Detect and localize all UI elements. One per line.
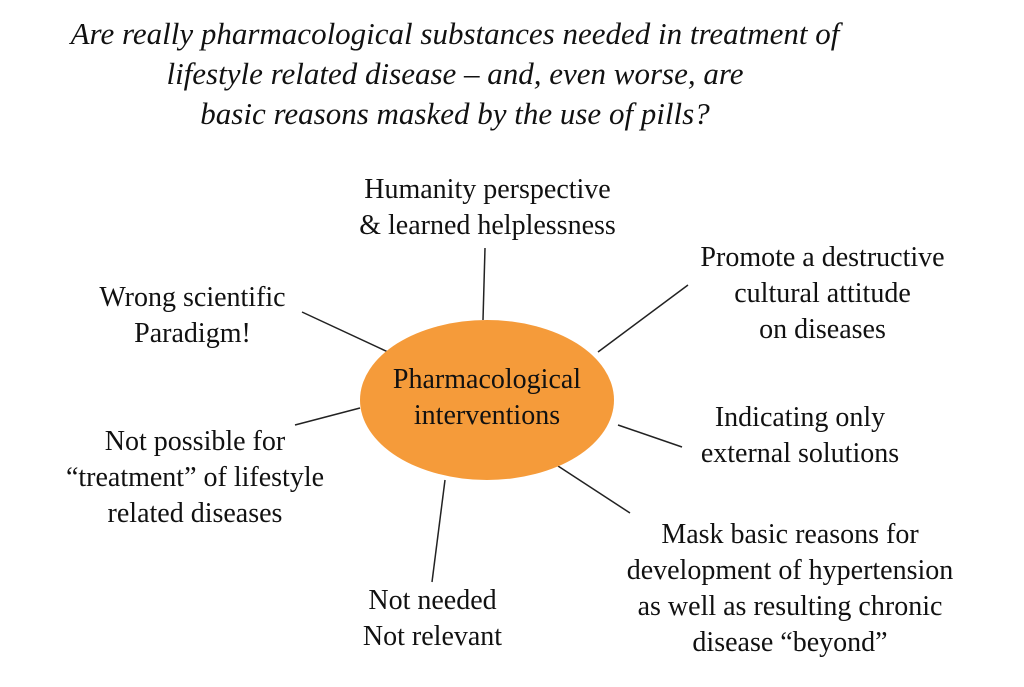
node-external-solutions: Indicating only external solutions [670, 400, 930, 472]
node-wrong-scientific-paradigm: Wrong scientific Paradigm! [60, 280, 325, 352]
node-text-line: Humanity perspective [364, 174, 611, 205]
node-text-line: Not needed [368, 585, 497, 616]
title-line-1: Are really pharmacological substances ne… [70, 16, 840, 51]
node-humanity-perspective: Humanity perspective & learned helplessn… [315, 172, 660, 244]
node-text-line: & learned helplessness [359, 210, 616, 241]
node-text-line: on diseases [759, 314, 886, 345]
connector-bottom [431, 479, 446, 583]
connector-upper-right [597, 284, 689, 353]
center-label-line-2: interventions [413, 400, 561, 431]
slide-title: Are really pharmacological substances ne… [0, 14, 910, 134]
connector-right [617, 424, 683, 448]
title-line-3: basic reasons masked by the use of pills… [200, 96, 710, 131]
node-text-line: related diseases [107, 498, 283, 529]
node-text-line: development of hypertension [626, 555, 954, 586]
title-line-2: lifestyle related disease – and, even wo… [166, 56, 744, 91]
node-text-line: Not possible for [104, 426, 286, 457]
node-text-line: Not relevant [362, 621, 503, 652]
node-destructive-cultural-attitude: Promote a destructive cultural attitude … [660, 240, 985, 348]
node-text-line: external solutions [700, 438, 900, 469]
node-not-needed-not-relevant: Not needed Not relevant [330, 583, 535, 655]
connector-top [482, 247, 486, 321]
connector-upper-left [301, 311, 389, 353]
node-text-line: “treatment” of lifestyle [65, 462, 325, 493]
node-text-line: as well as resulting chronic [637, 591, 943, 622]
node-text-line: Promote a destructive [700, 242, 945, 273]
connector-lines [294, 247, 689, 583]
node-text-line: Mask basic reasons for [661, 519, 919, 550]
connector-left [294, 407, 361, 426]
node-text-line: Paradigm! [134, 318, 251, 349]
node-mask-basic-reasons: Mask basic reasons for development of hy… [580, 517, 1000, 661]
connector-lower-right [557, 465, 631, 514]
node-text-line: Indicating only [714, 402, 886, 433]
node-text-line: Wrong scientific [99, 282, 286, 313]
center-node-ellipse [360, 320, 614, 480]
node-not-possible-for-treatment: Not possible for “treatment” of lifestyl… [30, 424, 360, 532]
center-node-label: Pharmacological interventions [352, 362, 622, 434]
node-text-line: cultural attitude [734, 278, 911, 309]
center-label-line-1: Pharmacological [392, 364, 582, 395]
node-text-line: disease “beyond” [692, 627, 888, 658]
